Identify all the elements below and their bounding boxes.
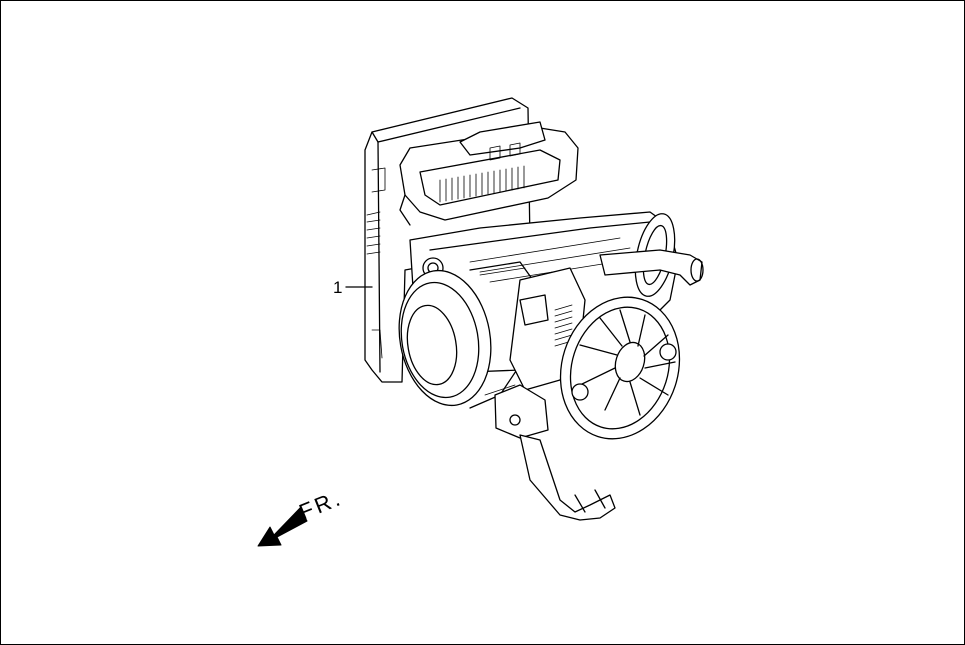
bypass-tube bbox=[599, 249, 704, 286]
front-direction-indicator: FR. bbox=[257, 485, 347, 547]
callout-1: 1 bbox=[333, 278, 373, 297]
front-direction-label: FR. bbox=[296, 485, 347, 525]
front-arrow-icon bbox=[257, 507, 308, 547]
inlet-bell bbox=[398, 261, 541, 409]
callout-1-label: 1 bbox=[333, 278, 342, 297]
mounting-bracket bbox=[494, 384, 616, 521]
motor-endcap bbox=[559, 296, 681, 440]
electrical-connector bbox=[399, 121, 579, 226]
